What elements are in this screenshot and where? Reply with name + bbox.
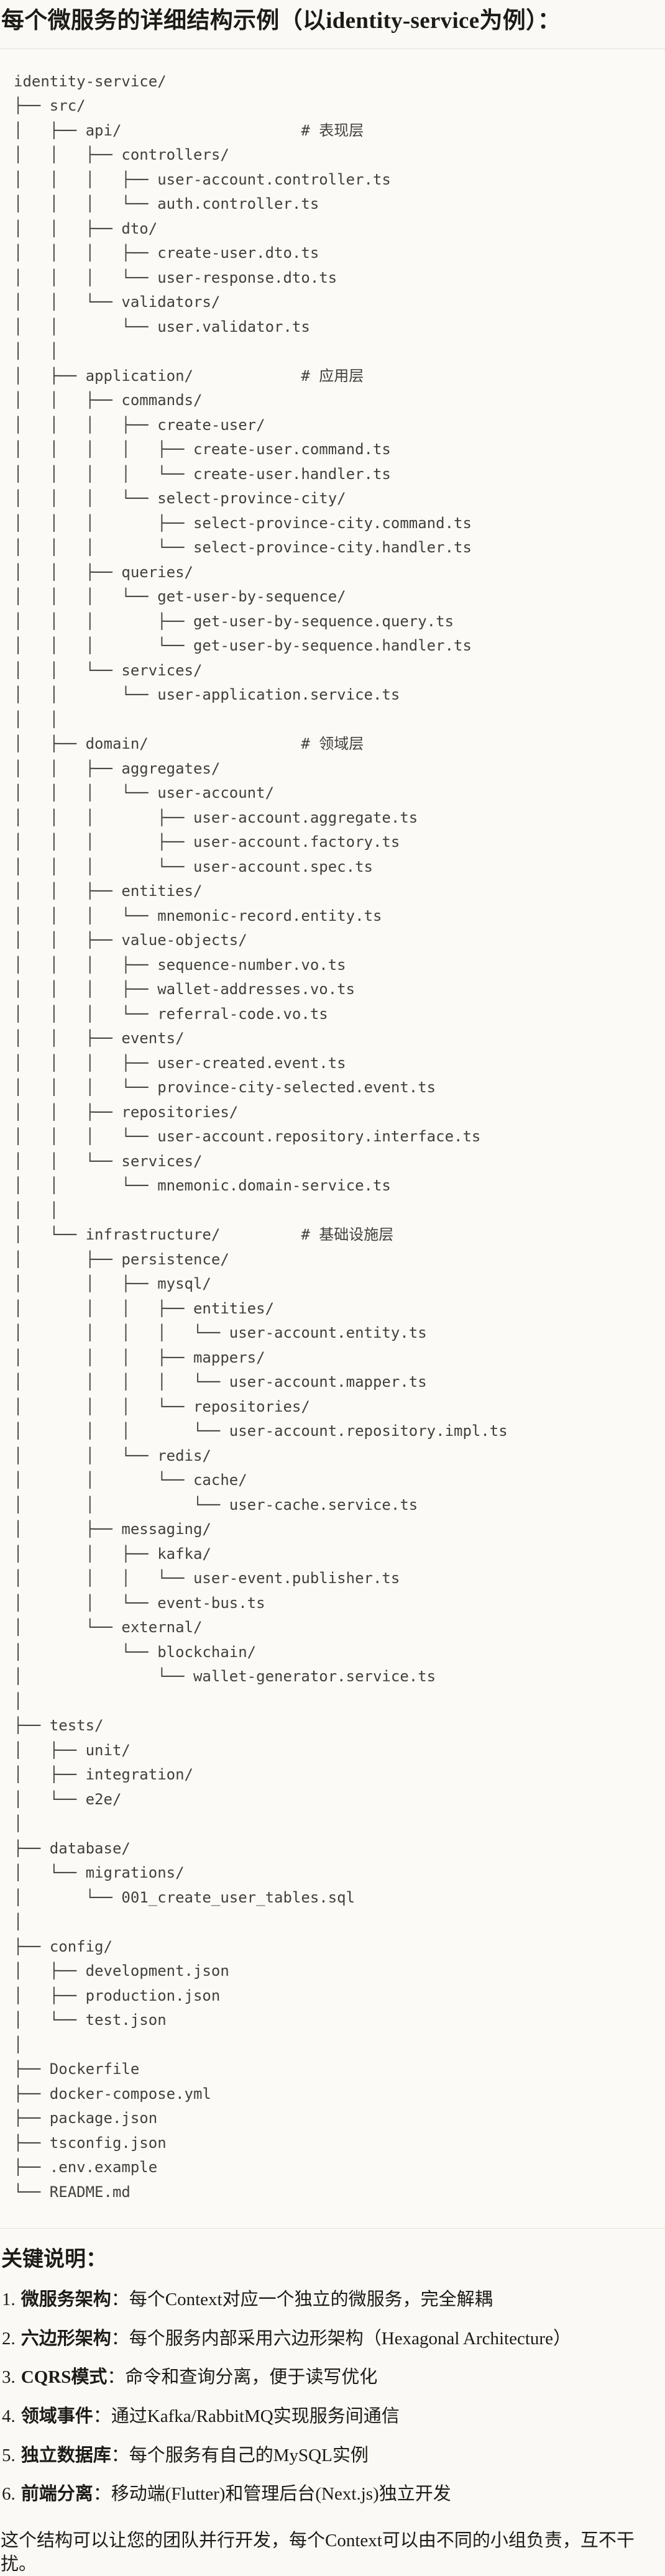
list-item-text: ：每个服务内部采用六边形架构（Hexagonal Architecture）: [111, 2328, 571, 2349]
list-item-text: ：通过Kafka/RabbitMQ实现服务间通信: [93, 2406, 400, 2427]
list-item: 4.领域事件：通过Kafka/RabbitMQ实现服务间通信: [2, 2405, 665, 2429]
list-item: 3.CQRS模式：命令和查询分离，便于读写优化: [2, 2366, 665, 2390]
code-block: identity-service/ ├── src/ │ ├── api/ # …: [0, 48, 665, 2229]
list-item: 1.微服务架构：每个Context对应一个独立的微服务，完全解耦: [2, 2288, 665, 2312]
page-title: 每个微服务的详细结构示例（以identity-service为例）：: [1, 8, 561, 34]
list-item: 5.独立数据库：每个服务有自己的MySQL实例: [2, 2444, 665, 2468]
list-item-number: 2.: [2, 2328, 16, 2349]
list-item-term: 独立数据库: [21, 2445, 111, 2465]
closing-paragraph: 这个结构可以让您的团队并行开发，每个Context可以由不同的小组负责，互不干扰…: [1, 2531, 635, 2574]
list-item: 6.前端分离：移动端(Flutter)和管理后台(Next.js)独立开发: [2, 2483, 665, 2506]
document: 每个微服务的详细结构示例（以identity-service为例）： ident…: [0, 7, 665, 2576]
list-item-number: 3.: [2, 2367, 16, 2388]
notes-heading: 关键说明：: [1, 2248, 107, 2272]
list-item-number: 5.: [2, 2445, 16, 2465]
list-item-number: 1.: [2, 2289, 16, 2309]
list-item-term: 领域事件: [21, 2406, 93, 2427]
list-item-term: 微服务架构: [21, 2289, 111, 2309]
list-item-text: ：每个服务有自己的MySQL实例: [111, 2445, 369, 2465]
list-item-term: 前端分离: [21, 2484, 93, 2505]
list-item-number: 4.: [2, 2406, 16, 2427]
list-item: 2.六边形架构：每个服务内部采用六边形架构（Hexagonal Architec…: [2, 2327, 665, 2351]
notes-list: 1.微服务架构：每个Context对应一个独立的微服务，完全解耦 2.六边形架构…: [0, 2288, 665, 2506]
list-item-text: ：每个Context对应一个独立的微服务，完全解耦: [111, 2289, 493, 2309]
list-item-term: CQRS模式: [21, 2367, 108, 2388]
list-item-text: ：移动端(Flutter)和管理后台(Next.js)独立开发: [93, 2484, 451, 2505]
list-item-text: ：命令和查询分离，便于读写优化: [107, 2367, 378, 2388]
list-item-number: 6.: [2, 2484, 16, 2505]
list-item-term: 六边形架构: [21, 2328, 111, 2349]
directory-tree: identity-service/ ├── src/ │ ├── api/ # …: [14, 72, 508, 2201]
